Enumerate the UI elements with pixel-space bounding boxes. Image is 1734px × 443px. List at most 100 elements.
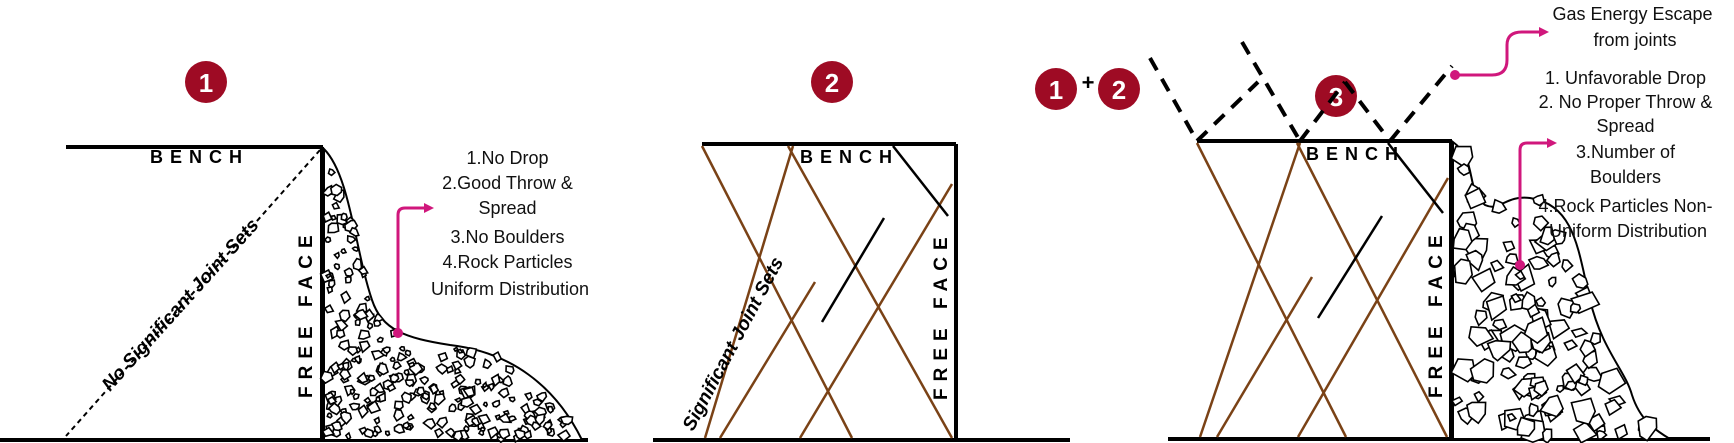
rock-particle xyxy=(340,247,348,255)
rock-particle xyxy=(542,421,553,431)
rock-particle xyxy=(1450,358,1477,383)
rock-particle xyxy=(393,408,405,423)
note-line: 3.No Boulders xyxy=(450,227,564,247)
rock-particle xyxy=(1533,379,1550,398)
rock-particle xyxy=(474,378,482,386)
joint-label: No Significant Joint Sets xyxy=(98,215,263,395)
rock-particle xyxy=(452,429,464,443)
pointer-arrow xyxy=(396,203,434,333)
rock-particle xyxy=(381,346,391,354)
rock-particle xyxy=(347,346,359,357)
plus-sign: + xyxy=(1082,70,1095,95)
rock-particles xyxy=(319,167,574,443)
rock-particle xyxy=(344,275,352,284)
rock-particle xyxy=(404,379,415,388)
rock-particle xyxy=(401,420,411,430)
pointer-arrow xyxy=(1518,138,1557,265)
rock-particle xyxy=(407,361,416,369)
rock-particle xyxy=(400,391,412,405)
rock-particle xyxy=(403,368,410,376)
rock-particle xyxy=(373,416,381,425)
rock-particle xyxy=(1528,402,1539,418)
pointer-dot xyxy=(1515,260,1525,270)
rock-particle xyxy=(1504,265,1527,286)
joint-label: Significant Joint Sets xyxy=(679,254,788,434)
rock-particle xyxy=(435,363,450,375)
rock-particle xyxy=(357,404,369,420)
rock-particle xyxy=(1527,255,1550,270)
rock-particle xyxy=(1453,258,1474,285)
rock-particle xyxy=(477,429,485,437)
rock-particle xyxy=(1545,251,1561,268)
rock-particle xyxy=(1491,198,1508,215)
note-line: Gas Energy Escape xyxy=(1552,4,1712,24)
rock-particle xyxy=(1561,259,1574,273)
rock-particle xyxy=(392,361,403,371)
gas-notes: Gas Energy Escape from joints xyxy=(1552,4,1717,50)
rock-particle xyxy=(338,309,351,323)
rock-particle xyxy=(336,362,345,371)
rock-particle xyxy=(1577,374,1589,387)
rock-particle xyxy=(1523,316,1549,345)
rock-particle xyxy=(508,396,516,403)
rock-particle xyxy=(1500,367,1518,380)
rock-particle xyxy=(404,349,412,357)
note-line: Spread xyxy=(1596,116,1654,136)
rock-particle xyxy=(491,399,501,408)
rock-particle xyxy=(556,429,572,443)
rock-particle xyxy=(1571,272,1589,290)
rock-particle xyxy=(513,429,526,440)
joint-sets xyxy=(700,145,954,439)
rock-particle xyxy=(1502,240,1516,253)
rock-particle xyxy=(337,339,351,351)
rock-particle xyxy=(389,373,400,384)
rock-particle xyxy=(559,415,574,426)
note-line: Uniform Distribution xyxy=(431,279,589,299)
rock-particle xyxy=(1468,325,1495,348)
rock-particle xyxy=(1526,303,1541,319)
gas-escape-dot xyxy=(1450,70,1460,80)
rock-particle xyxy=(352,393,360,401)
rock-particle xyxy=(1473,390,1485,404)
rock-particle xyxy=(1504,253,1519,265)
rock-particle xyxy=(372,429,379,438)
rock-particle xyxy=(366,399,382,414)
rock-particle xyxy=(1470,267,1496,293)
rock-particle xyxy=(505,364,515,376)
rock-particle xyxy=(322,211,333,224)
rock-particle xyxy=(384,430,391,437)
rock-particle xyxy=(422,418,437,430)
rock-particle xyxy=(421,391,431,401)
badge-1-text: 1 xyxy=(199,68,213,98)
rock-particle xyxy=(348,402,361,411)
rock-particle xyxy=(418,375,429,386)
rock-particle xyxy=(1510,292,1523,304)
rock-particle xyxy=(448,403,457,413)
rock-particle xyxy=(437,351,449,363)
rock-particle xyxy=(375,396,381,403)
bench-label: BENCH xyxy=(1306,144,1405,164)
badge-2 xyxy=(1098,68,1140,110)
result-notes: 1. Unfavorable Drop 2. No Proper Throw &… xyxy=(1538,68,1717,241)
note-line: 2. No Proper Throw & xyxy=(1539,92,1713,112)
rock-particle xyxy=(1514,356,1533,370)
rock-particle xyxy=(1506,412,1518,423)
rock-particle xyxy=(456,348,464,354)
rock-particle xyxy=(393,400,404,410)
rock-particle xyxy=(329,183,343,197)
rock-particle xyxy=(496,432,502,439)
rock-particle xyxy=(356,371,369,384)
rock-particle xyxy=(1469,357,1495,384)
rock-particle xyxy=(1547,276,1557,288)
rock-particle xyxy=(1450,396,1464,407)
rock-particle xyxy=(327,402,341,416)
rock-particle xyxy=(386,383,397,393)
joint-diagonal-dashed xyxy=(65,149,321,437)
free-face-label: FREE FACE xyxy=(931,230,952,400)
rock-particle xyxy=(1511,216,1521,229)
rock-particle xyxy=(389,356,396,363)
rock-particle xyxy=(357,265,369,276)
rock-particle xyxy=(1570,327,1589,339)
rock-particle xyxy=(372,319,382,327)
rock-particle xyxy=(1464,187,1487,210)
